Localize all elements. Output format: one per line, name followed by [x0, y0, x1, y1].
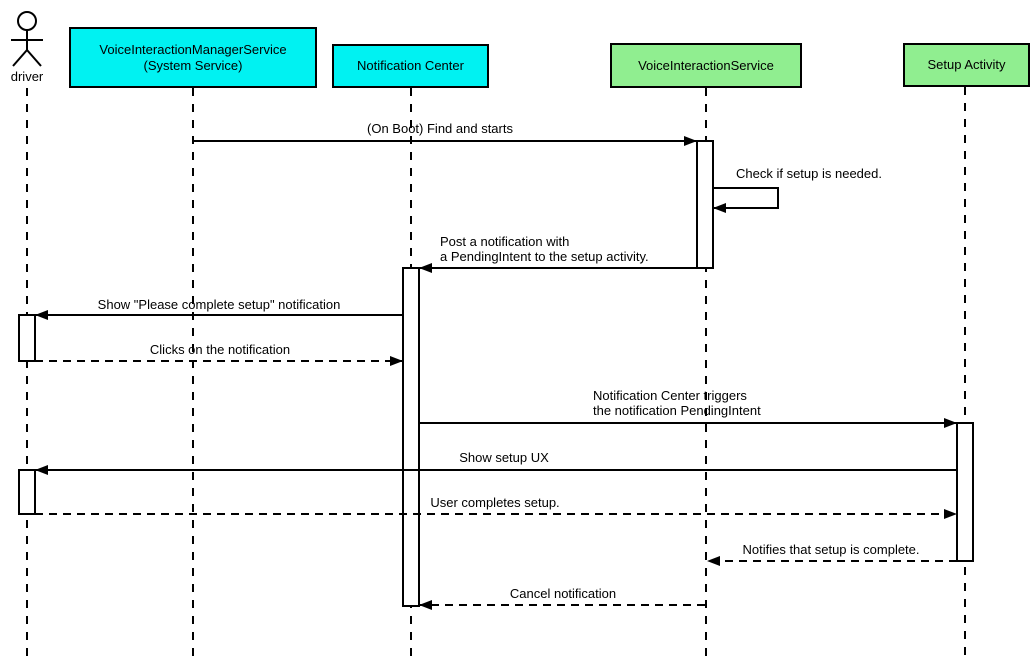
activation-voice-interaction-service [696, 140, 714, 269]
message-label-cancel-notification: Cancel notification [509, 586, 617, 601]
activation-notification-center [402, 267, 420, 607]
participant-voice-interaction-manager-service: VoiceInteractionManagerService (System S… [69, 27, 317, 88]
actor-driver-label: driver [10, 69, 44, 84]
message-label-clicks-notification: Clicks on the notification [149, 342, 291, 357]
activation-setup-activity [956, 422, 974, 562]
message-label-find-and-starts: (On Boot) Find and starts [367, 121, 513, 136]
participant-setup-activity: Setup Activity [903, 43, 1030, 87]
message-arrow-check-if-setup-needed [713, 187, 779, 213]
activation-driver-1 [18, 314, 36, 362]
message-label-notifies-setup-complete: Notifies that setup is complete. [742, 542, 920, 557]
message-label-show-setup-ux: Show setup UX [459, 450, 549, 465]
participant-notification-center: Notification Center [332, 44, 489, 88]
message-label-triggers-pending-intent: Notification Center triggers the notific… [593, 388, 761, 418]
message-label-post-notification: Post a notification with a PendingIntent… [440, 234, 649, 264]
actor-driver-icon [11, 11, 43, 67]
message-label-show-complete-setup-notification: Show "Please complete setup" notificatio… [97, 297, 341, 312]
participant-voice-interaction-service: VoiceInteractionService [610, 43, 802, 88]
message-label-user-completes-setup: User completes setup. [430, 495, 560, 510]
activation-driver-2 [18, 469, 36, 515]
message-label-check-if-setup-needed: Check if setup is needed. [736, 166, 882, 181]
